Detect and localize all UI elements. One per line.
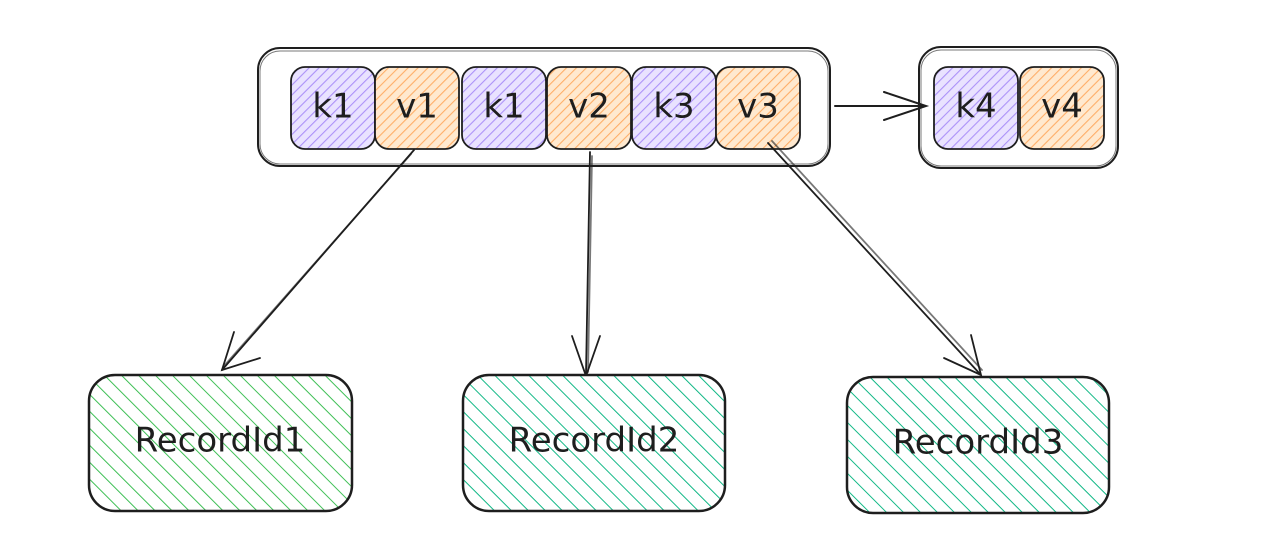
record-label: RecordId2: [509, 421, 680, 461]
main-cell-k1-a: k1: [290, 66, 376, 150]
next-cell-label: v4: [1041, 87, 1083, 127]
main-node-frame: [257, 47, 831, 167]
arrow-v3-to-record3: [767, 140, 983, 377]
next-cell-label: k4: [955, 87, 996, 127]
arrow-v1-to-record1: [220, 149, 415, 372]
record-2: RecordId2: [461, 373, 727, 513]
main-cell-label: v1: [396, 87, 438, 127]
main-cell-label: k1: [483, 87, 524, 127]
main-cell-k3: k3: [631, 66, 717, 150]
record-1: RecordId1: [87, 373, 354, 513]
next-node-arrow: [834, 91, 930, 121]
next-cell-v4: v4: [1019, 66, 1105, 150]
main-cell-k1-b: k1: [461, 66, 547, 150]
main-cell-label: k1: [312, 87, 353, 127]
arrow-v2-to-record2: [571, 151, 601, 379]
record-label: RecordId1: [135, 421, 306, 461]
main-cell-v2: v2: [546, 66, 632, 150]
main-cell-v1: v1: [374, 66, 460, 150]
main-cell-v3: v3: [715, 66, 801, 150]
record-3: RecordId3: [845, 375, 1111, 515]
main-node: k1 v1 k1 v2 k3 v3: [257, 47, 831, 167]
main-cell-label: v3: [737, 87, 779, 127]
next-node: k4 v4: [918, 46, 1119, 169]
record-label: RecordId3: [893, 423, 1064, 463]
next-cell-k4: k4: [933, 66, 1019, 150]
main-cell-label: k3: [653, 87, 694, 127]
main-cell-label: v2: [568, 87, 610, 127]
